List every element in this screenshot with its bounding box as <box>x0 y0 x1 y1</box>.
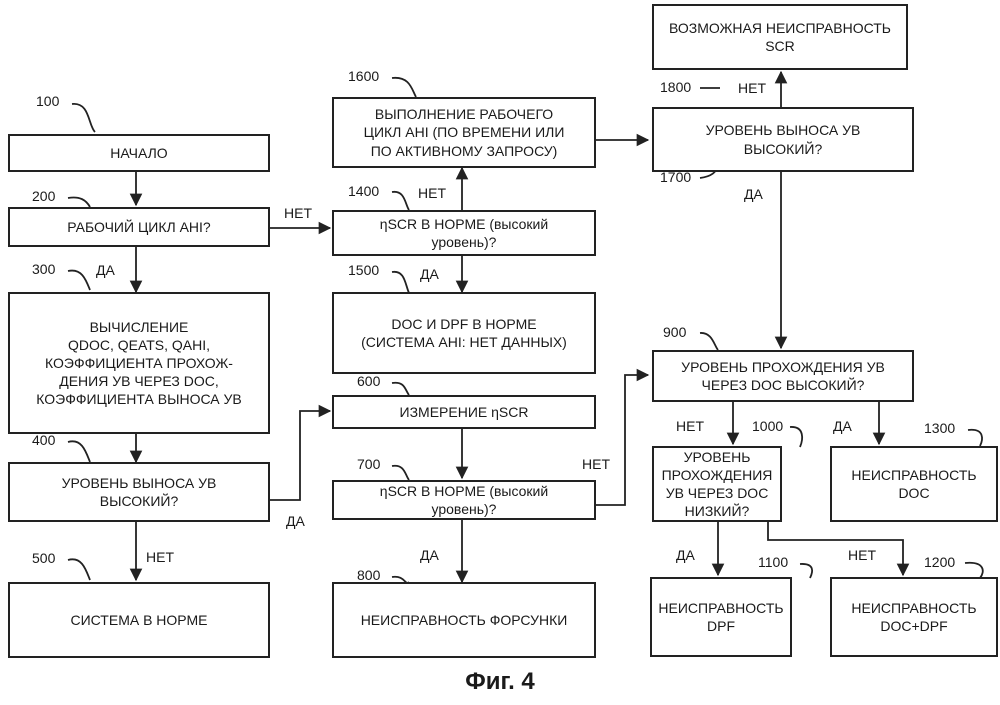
arrow-1000-1200 <box>768 522 903 575</box>
box-scr-ok-question-top: ηSCR В НОРМЕ (высокий уровень)? <box>332 210 596 256</box>
box-possible-scr-fault: ВОЗМОЖНАЯ НЕИСПРАВНОСТЬ SCR <box>652 4 908 70</box>
label-no-700: НЕТ <box>582 456 610 472</box>
box-doc-dpf-ok: DOC И DPF В НОРМЕ (СИСТЕМА AHI: НЕТ ДАНН… <box>332 292 596 374</box>
label-no-200: НЕТ <box>284 205 312 221</box>
label-yes-300: ДА <box>96 262 115 278</box>
ref-1800: 1800 <box>660 79 691 95</box>
ref-1600: 1600 <box>348 68 379 84</box>
ref-700: 700 <box>357 456 380 472</box>
box-injector-fault: НЕИСПРАВНОСТЬ ФОРСУНКИ <box>332 582 596 658</box>
box-hc-slip-question-right: УРОВЕНЬ ВЫНОСА УВ ВЫСОКИЙ? <box>652 107 914 172</box>
arrow-700-900 <box>594 375 648 505</box>
box-dpf-fault: НЕИСПРАВНОСТЬ DPF <box>650 577 792 657</box>
box-run-ahi-cycle: ВЫПОЛНЕНИЕ РАБОЧЕГО ЦИКЛ AHI (ПО ВРЕМЕНИ… <box>332 97 596 168</box>
label-yes-1300: ДА <box>833 418 852 434</box>
label-yes-1100: ДА <box>676 547 695 563</box>
box-doc-fault: НЕИСПРАВНОСТЬ DOC <box>830 446 998 522</box>
label-no-1200: НЕТ <box>848 547 876 563</box>
ref-100: 100 <box>36 93 59 109</box>
ref-200: 200 <box>32 188 55 204</box>
box-doc-slip-low-question: УРОВЕНЬ ПРОХОЖДЕНИЯ УВ ЧЕРЕЗ DOC НИЗКИЙ? <box>652 446 782 522</box>
box-ahi-cycle-question: РАБОЧИЙ ЦИКЛ AHI? <box>8 207 270 247</box>
label-yes-400: ДА <box>286 513 305 529</box>
ref-1000: 1000 <box>752 418 783 434</box>
box-start: НАЧАЛО <box>8 134 270 172</box>
ref-300: 300 <box>32 261 55 277</box>
ref-1200: 1200 <box>924 554 955 570</box>
box-compute: ВЫЧИСЛЕНИЕ QDOC, QEATS, QAHI, КОЭФФИЦИЕН… <box>8 292 270 434</box>
label-yes-800: ДА <box>420 547 439 563</box>
box-doc-slip-high-question: УРОВЕНЬ ПРОХОЖДЕНИЯ УВ ЧЕРЕЗ DOC ВЫСОКИЙ… <box>652 350 914 402</box>
figure-caption: Фиг. 4 <box>0 668 1000 696</box>
ref-1100: 1100 <box>758 554 788 570</box>
arrow-400-600 <box>266 411 330 500</box>
box-scr-ok-question-bottom: ηSCR В НОРМЕ (высокий уровень)? <box>332 480 596 520</box>
ref-1700: 1700 <box>660 169 691 185</box>
ref-400: 400 <box>32 432 55 448</box>
label-yes-1500: ДА <box>420 266 439 282</box>
label-no-1800: НЕТ <box>738 80 766 96</box>
label-no-500: НЕТ <box>146 549 174 565</box>
ref-1400: 1400 <box>348 183 379 199</box>
ref-900: 900 <box>663 324 686 340</box>
ref-800: 800 <box>357 567 380 583</box>
ref-500: 500 <box>32 550 55 566</box>
box-hc-slip-question-left: УРОВЕНЬ ВЫНОСА УВ ВЫСОКИЙ? <box>8 462 270 522</box>
label-no-1400: НЕТ <box>418 185 446 201</box>
ref-1500: 1500 <box>348 262 379 278</box>
label-yes-1700: ДА <box>744 186 763 202</box>
box-measure-scr: ИЗМЕРЕНИЕ ηSCR <box>332 395 596 429</box>
box-system-ok: СИСТЕМА В НОРМЕ <box>8 582 270 658</box>
label-no-1000: НЕТ <box>676 418 704 434</box>
ref-1300: 1300 <box>924 420 955 436</box>
ref-600: 600 <box>357 373 380 389</box>
box-doc-dpf-fault: НЕИСПРАВНОСТЬ DOC+DPF <box>830 577 998 657</box>
